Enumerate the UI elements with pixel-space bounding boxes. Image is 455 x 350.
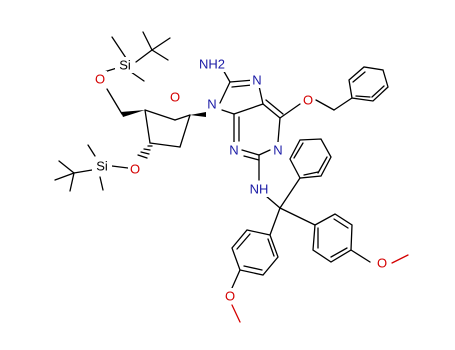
tbs-group-top	[103, 31, 171, 115]
bond-o-me-left	[231, 304, 241, 323]
bond-c1-c2	[179, 114, 191, 148]
atom-o3-label: O	[130, 162, 140, 177]
bond-c6-o6	[279, 103, 301, 119]
atom-o-methoxy-right-label: O	[377, 256, 387, 271]
atom-si-top-label: Si	[119, 58, 131, 73]
sugar-ring	[121, 109, 206, 159]
bond-c-phenyl	[279, 177, 301, 209]
anisyl-right-ring	[312, 213, 353, 263]
atom-o5-label: O	[95, 72, 105, 87]
dmtr-group	[231, 138, 409, 323]
bond-c3-c4	[144, 109, 151, 144]
anisyl-left-inner-1	[236, 233, 251, 250]
atom-o-methoxy-left-label: O	[225, 289, 235, 304]
bond-tbu2-me3	[69, 172, 75, 192]
bond-si-me-c	[87, 144, 96, 157]
bond-si-tbu	[135, 49, 153, 63]
bond-si-me-a	[111, 36, 127, 59]
bond-si-tbu2	[73, 169, 93, 174]
bond-c5-c6	[262, 103, 281, 119]
atom-ring-o-label: O	[170, 90, 180, 105]
phenyl-inner-1	[293, 142, 304, 159]
bond-n1-c2	[258, 149, 271, 156]
bond-c5-c4	[233, 103, 264, 115]
trityl-phenyl-ring	[289, 138, 332, 179]
bond-ring-o-c1	[174, 114, 191, 121]
bond-c4-n9	[221, 109, 235, 115]
bond-si-me-d	[99, 176, 104, 191]
purine-core	[219, 67, 301, 181]
bond-c8-n7-double	[231, 84, 253, 88]
phenyl-inner-2	[317, 156, 328, 174]
benzyl-inner-1	[352, 71, 366, 83]
bond-c-anisyl-right	[279, 207, 316, 226]
bond-anisyl-left-o	[231, 269, 241, 289]
wedge-c4-c5	[121, 110, 145, 117]
anisyl-right-inner-1	[333, 218, 349, 229]
bond-c5-o5	[106, 88, 123, 115]
atom-o6-label: O	[303, 93, 313, 108]
atom-n9-label: N	[207, 97, 216, 112]
bond-n7-c5	[258, 85, 264, 105]
bond-c2-c3	[149, 142, 181, 148]
benzyloxy-group	[315, 66, 389, 111]
atom-amino-2-label: NH	[250, 182, 269, 197]
bond-anisyl-right-o	[350, 249, 371, 263]
phenyl-inner-3	[303, 171, 319, 176]
benzyl-phenyl-ring	[348, 66, 389, 102]
bond-tbu2-me2	[54, 172, 75, 181]
bond-ch2-ipso	[333, 97, 353, 111]
bond-tbu-me2	[151, 37, 171, 51]
bond-c2-n3	[241, 149, 260, 156]
bond-tbu-me3	[151, 49, 169, 61]
bond-nh-c	[265, 195, 281, 209]
atom-n3-label: N	[229, 143, 238, 158]
bond-o6-ch2	[315, 99, 335, 111]
anisyl-left-inner-3	[267, 238, 275, 257]
wedge-c1-n9	[190, 112, 206, 117]
anisyl-right-inner-2	[330, 247, 348, 258]
bond-o-me-right	[391, 254, 409, 264]
bond-n9-c8	[219, 81, 231, 104]
bond-c2-n3-double	[243, 155, 260, 161]
bond-c4-ring-o	[144, 109, 176, 121]
hash-c3-o3	[137, 145, 153, 159]
anisyl-left-inner-2	[243, 265, 263, 271]
atom-si-bottom-label: Si	[96, 159, 108, 174]
atom-amino-8-label: NH2	[199, 57, 225, 72]
bond-c-anisyl-left	[269, 207, 281, 236]
bond-tbu2-me1	[58, 160, 75, 174]
bond-si-me-b	[130, 71, 145, 82]
atom-labels: O Si O O Si N N N N NH2 O NH O O	[92, 56, 389, 304]
benzyl-inner-2	[371, 85, 385, 98]
bond-o3-si	[111, 165, 129, 169]
bond-tbu-me1	[142, 31, 153, 51]
bond-c5-c6-double	[265, 99, 284, 115]
atom-n1-label: N	[273, 143, 282, 158]
tbs-group-bottom	[54, 144, 129, 192]
benzyl-inner-3	[355, 95, 371, 98]
atom-n7-label: N	[252, 73, 261, 88]
bond-c6-n1	[277, 117, 281, 143]
